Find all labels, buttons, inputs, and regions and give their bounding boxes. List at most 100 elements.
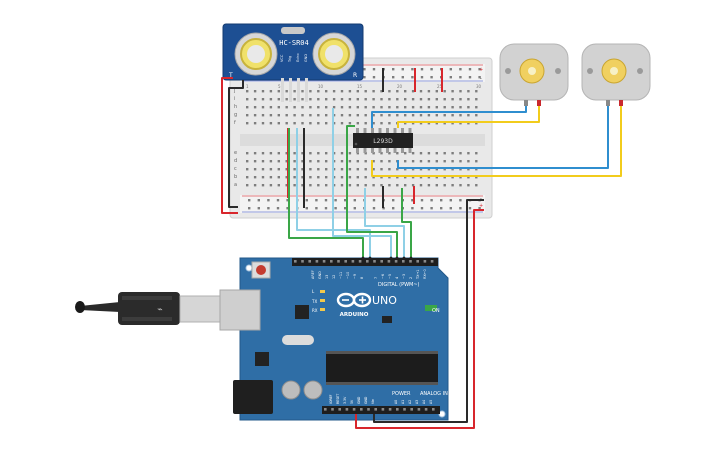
ultrasonic-sensor[interactable]: HC-SR04 VCC Trig Echo GND T R [222,23,364,102]
rail-hole [392,207,395,210]
l293d-chip[interactable]: L293D [353,128,413,153]
dc-motor-2[interactable] [581,43,651,106]
breadboard-hole [443,90,446,93]
rail-hole [449,207,452,210]
wire-in2-to-d6[interactable] [332,108,392,258]
breadboard-hole [475,114,478,117]
breadboard-hole [451,176,454,179]
wire-arduino-5v[interactable] [355,209,484,429]
breadboard-hole [340,90,344,93]
pin-label-13: 13 [325,275,329,279]
breadboard-hole [325,176,328,179]
rail-hole [372,199,376,202]
row-letter-f: f [234,120,236,126]
breadboard-hole [419,106,423,109]
breadboard-hole [332,184,336,187]
arduino-model-label: UNO [372,294,397,307]
breadboard-hole [356,160,359,163]
rail-hole [392,76,395,79]
breadboard-hole [317,98,320,101]
breadboard-hole [451,184,454,187]
usb-cable[interactable]: ⌁ [75,292,221,325]
wire-in1-to-d5[interactable] [346,125,398,258]
breadboard-hole [364,176,367,179]
arduino-regulator [255,352,269,366]
chip-pins [356,128,412,153]
chip-body [353,133,413,148]
wire-motor1-a[interactable] [371,106,527,128]
breadboard-hole [269,160,273,163]
arduino-power-pin-hole [324,408,327,411]
breadboard-hole [340,168,344,171]
breadboard-hole [332,176,336,179]
dc-motor-1[interactable] [499,43,569,106]
breadboard-hole [293,168,296,171]
breadboard-hole [356,168,359,171]
wire-in3-to-d4[interactable] [364,188,405,258]
breadboard-hole [301,168,304,171]
breadboard-hole [269,176,273,179]
breadboard-hole [261,106,265,109]
wire-motor2-a[interactable] [397,106,609,169]
rail-hole [478,68,481,71]
arduino-digital-label: DIGITAL (PWM~) [378,282,420,288]
rail-hole [344,207,347,210]
breadboard-hole [411,98,415,101]
breadboard-hole [435,90,438,93]
chip-pin-top [363,128,367,133]
breadboard-hole [435,98,438,101]
breadboard-hole [435,152,438,155]
wire-sensor-vcc[interactable] [221,77,238,214]
endpoint-d8 [368,256,372,260]
arduino-power-pin-hole [396,408,399,411]
arduino-power-pin-hole [352,408,356,411]
breadboard-hole [396,114,399,117]
pin-label-9: ~9 [353,274,357,279]
breadboard-hole [309,152,312,155]
rail-minus-top: - [480,76,482,82]
breadboard-hole [404,152,407,155]
breadboard-hole [317,106,320,109]
wire-motor2-b[interactable] [371,106,622,177]
wire-in4-to-d3[interactable] [401,188,412,258]
rail-hole [411,199,414,202]
breadboard-hole [443,160,446,163]
breadboard-hole [309,98,312,101]
arduino-power-pin-hole [360,408,363,411]
breadboard-hole [325,106,328,109]
arduino-uno[interactable]: ON UNO ARDUINO DIGITAL (PWM~) POWER ANAL… [219,257,449,421]
breadboard-hole [309,184,312,187]
breadboard-hole [293,122,296,125]
wire-trig-to-d9[interactable] [288,128,364,258]
arduino-power-pin-hole [338,408,341,411]
breadboard-hole [285,106,288,109]
breadboard-hole [364,122,367,125]
arduino-digital-pin-hole [394,260,398,263]
breadboard-hole [317,152,320,155]
breadboard-hole [269,122,273,125]
pin-label-gnd2: GND [364,396,368,404]
breadboard-hole [372,184,375,187]
rail-hole [440,207,443,210]
breadboard-hole [404,122,407,125]
pin-label-ioref: IOREF [329,394,333,404]
breadboard-hole [277,184,280,187]
chip-pin-bottom [408,148,412,153]
chip-pin-top [371,128,374,133]
wire-sensor-gnd[interactable] [228,80,244,208]
arduino-led-labels: L TX RX [311,289,318,313]
wire-arduino-gnd[interactable] [373,199,484,423]
breadboard-hole [451,152,454,155]
arduino-reset-button[interactable] [256,265,266,275]
breadboard-hole [277,90,280,93]
pin-label-8: 8 [360,277,364,279]
breadboard-hole [475,152,478,155]
wire-endpoints [361,256,413,260]
wire-motor1-b[interactable] [397,106,540,128]
breadboard-hole [475,184,478,187]
breadboard-hole [388,184,391,187]
breadboard-hole [388,152,391,155]
breadboard-hole [301,90,304,93]
breadboard-hole [467,160,470,163]
